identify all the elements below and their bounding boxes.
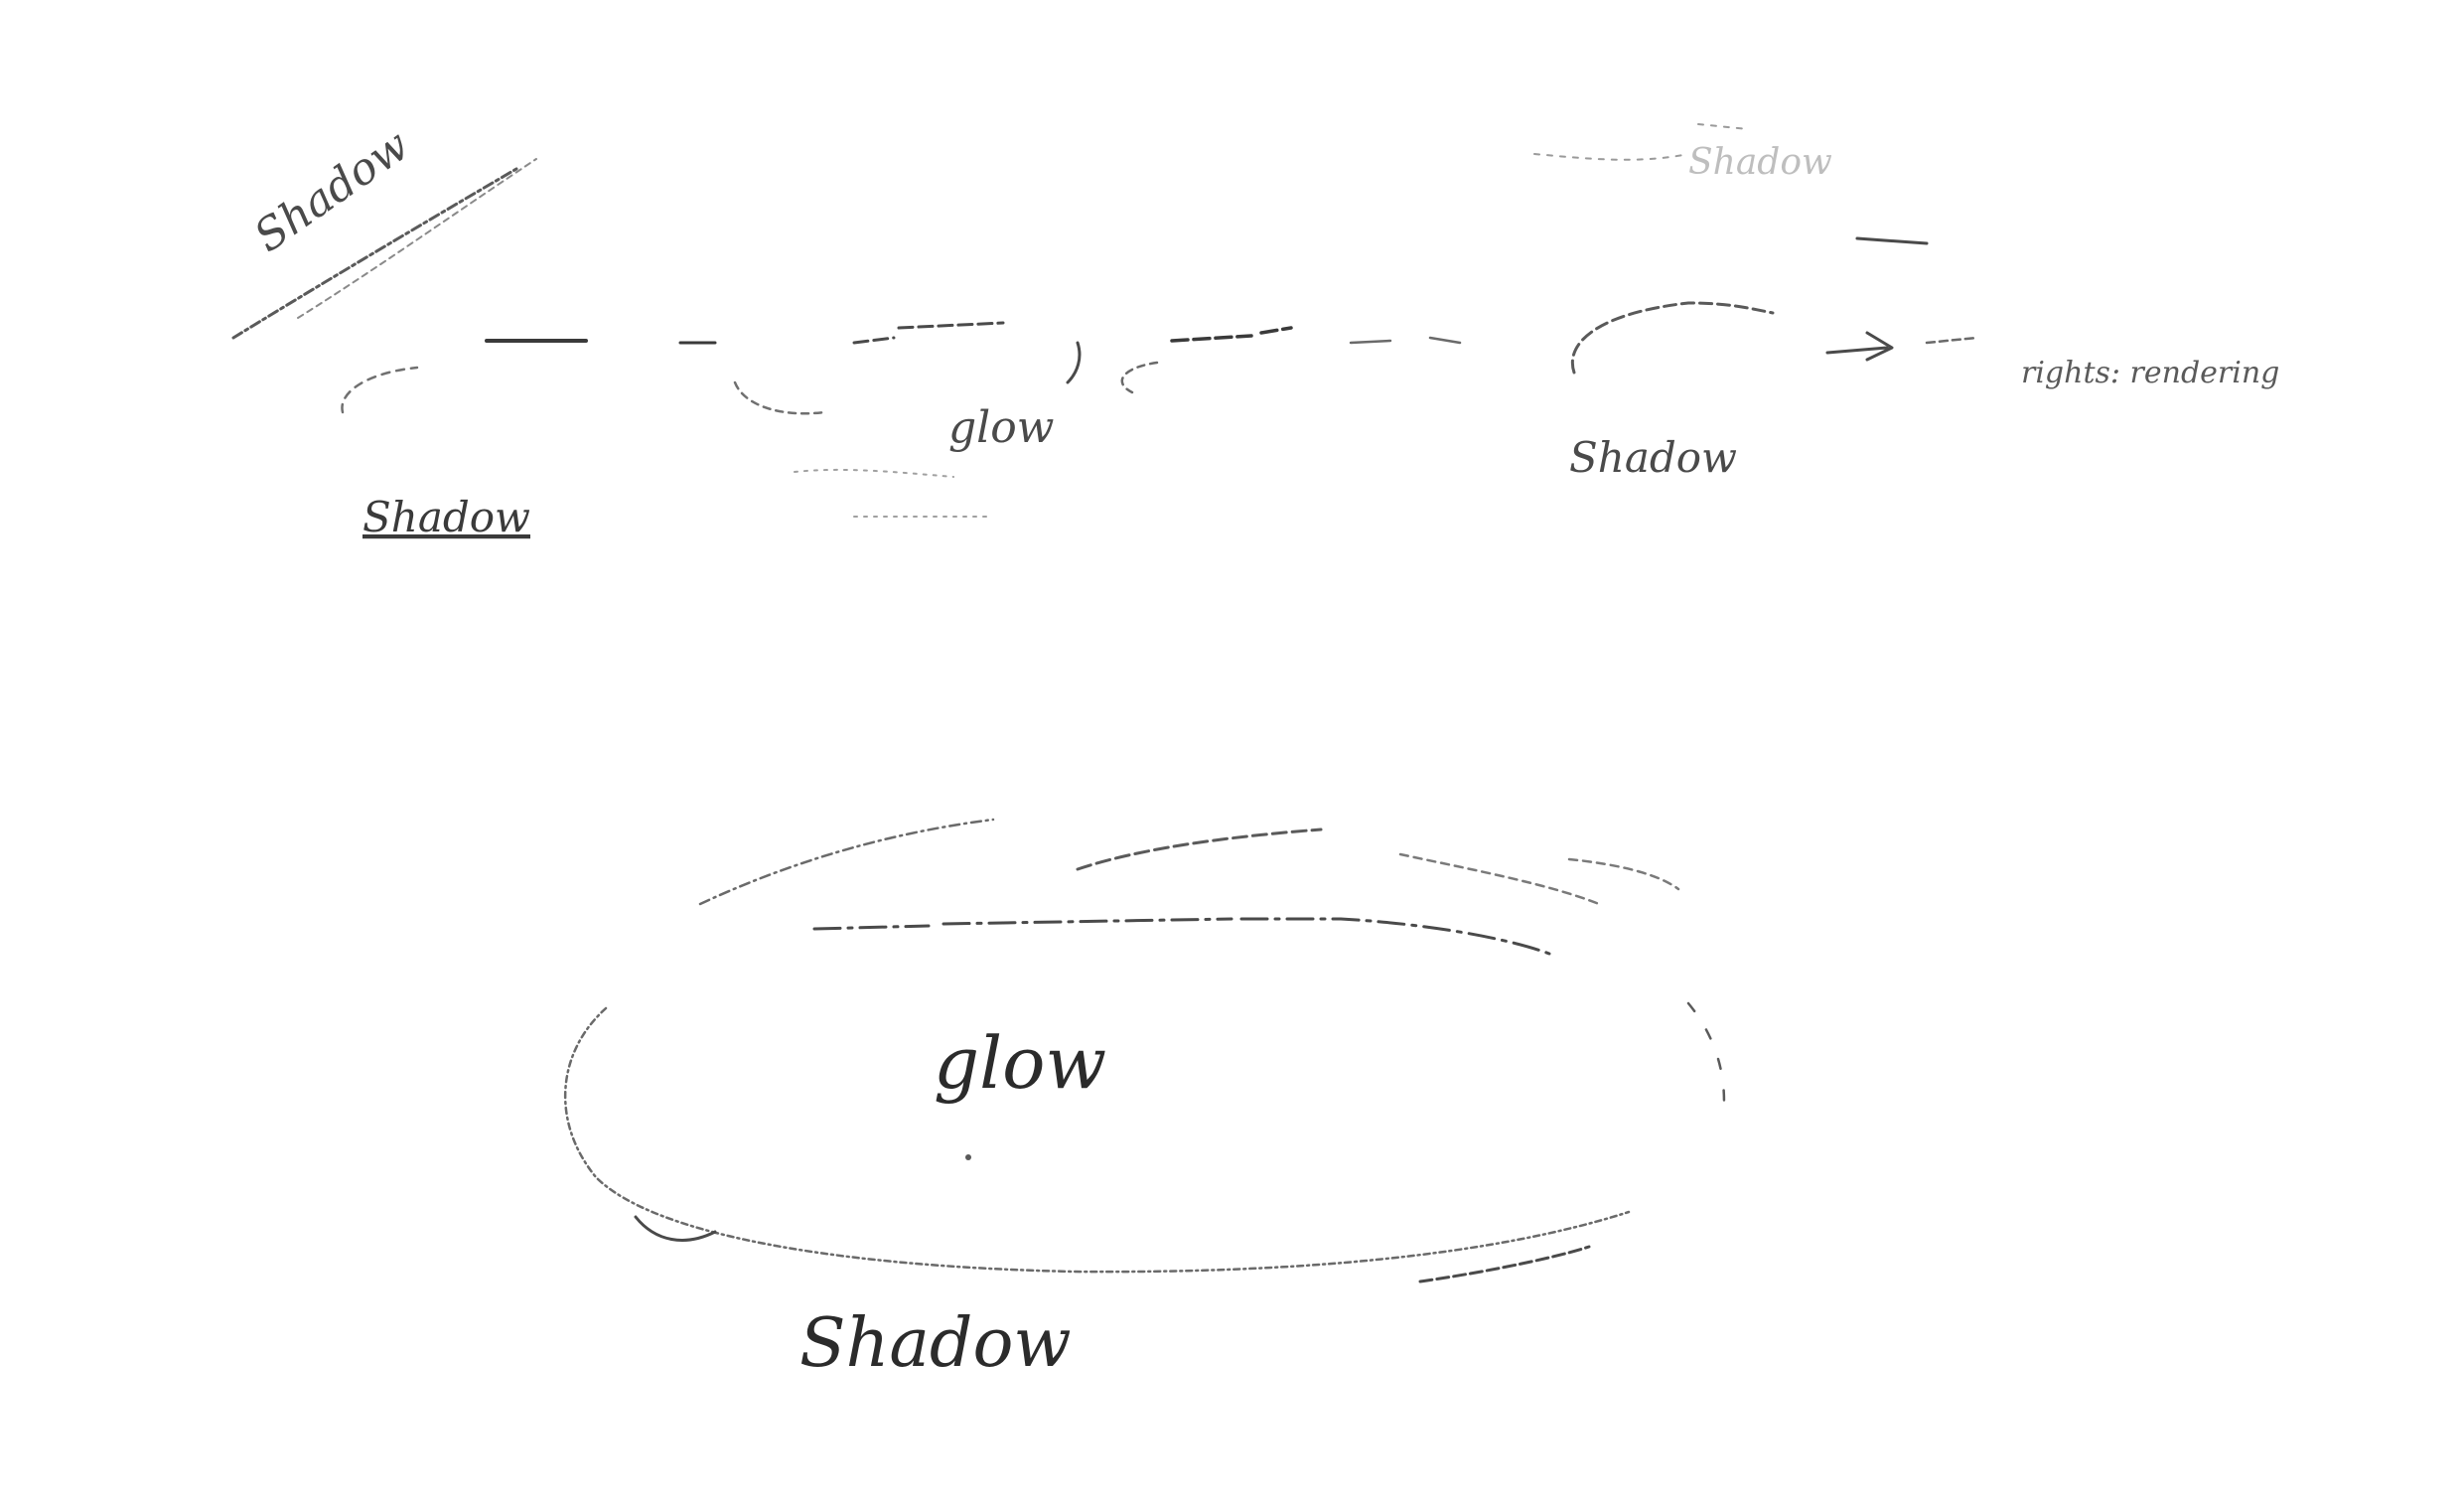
top-right-upper-scribble bbox=[1533, 123, 1749, 161]
bottom-upper-arc-right bbox=[1398, 852, 1601, 906]
bottom-upper-arc-mid bbox=[1076, 828, 1323, 871]
top-right-arrow-tail bbox=[1925, 336, 1978, 345]
bottom-glow-dot bbox=[965, 1154, 971, 1160]
top-center-right-arc bbox=[1120, 361, 1159, 394]
top-center-top-line bbox=[852, 321, 1005, 345]
top-dash-1 bbox=[1349, 339, 1392, 345]
label-top-center-glow: glow bbox=[948, 402, 1054, 453]
label-bottom-glow: glow bbox=[934, 1021, 1106, 1105]
top-right-upper-line bbox=[1855, 236, 1929, 245]
top-right-shape bbox=[1570, 301, 1775, 375]
label-top-right-below: Shadow bbox=[1569, 433, 1737, 482]
label-top-left-diagonal: Shadow bbox=[245, 120, 418, 262]
label-top-right-above: Shadow bbox=[1688, 142, 1832, 183]
top-right-arrow bbox=[1825, 331, 1894, 362]
bottom-upper-arc-far-right bbox=[1567, 857, 1680, 891]
label-top-left-below: Shadow bbox=[362, 493, 530, 541]
top-center-glow-dots bbox=[794, 468, 994, 518]
bottom-shadow-left bbox=[634, 1215, 717, 1242]
top-dash-2 bbox=[1428, 336, 1462, 345]
top-left-shape bbox=[341, 366, 419, 414]
label-bottom-shadow: Shadow bbox=[799, 1304, 1072, 1383]
bottom-horizon-line bbox=[812, 917, 1551, 956]
top-center-right-line bbox=[1170, 326, 1293, 343]
bottom-ellipse bbox=[563, 1006, 1631, 1274]
label-top-right-side: rights: rendering bbox=[2021, 356, 2279, 390]
bottom-shadow-right bbox=[1418, 1245, 1591, 1283]
top-center-shape-left bbox=[733, 380, 826, 415]
top-left-ground-line-2 bbox=[297, 158, 537, 319]
top-left-ground-line bbox=[231, 167, 518, 340]
bottom-ellipse-right-side bbox=[1686, 1001, 1726, 1120]
top-center-right-bracket bbox=[1066, 341, 1082, 384]
bottom-upper-arc-left bbox=[698, 818, 995, 906]
